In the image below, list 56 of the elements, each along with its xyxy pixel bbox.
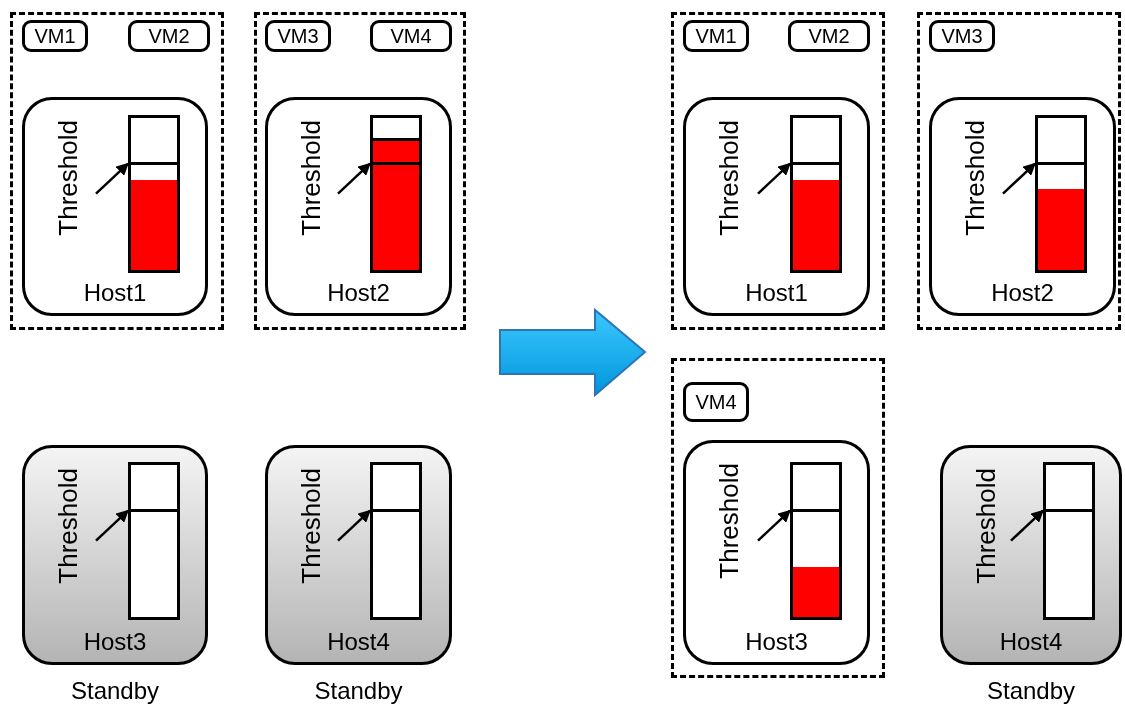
host-box <box>683 97 870 316</box>
leader-arrow <box>1002 162 1036 195</box>
capacity-bar <box>790 115 842 273</box>
status-label: Standby <box>70 677 160 705</box>
vm-box: VM2 <box>128 20 210 52</box>
host-label: Host1 <box>83 279 147 307</box>
vm-box: VM4 <box>683 382 749 422</box>
threshold-label: Threshold <box>296 120 326 236</box>
capacity-bar <box>128 462 180 620</box>
threshold-label: Threshold <box>971 468 1001 584</box>
host-label: Host2 <box>327 279 390 307</box>
vm-box: VM3 <box>929 20 995 52</box>
threshold-label: Threshold <box>714 120 744 236</box>
leader-arrow <box>95 509 129 542</box>
leader-arrow <box>337 509 371 542</box>
host-label: Host1 <box>745 279 808 307</box>
host-box <box>22 445 208 665</box>
host-group-frame <box>254 12 466 330</box>
status-label: Standby <box>314 677 403 705</box>
host-group-frame <box>671 358 885 678</box>
vm-box: VM3 <box>265 20 331 52</box>
host-label: Host3 <box>745 628 808 656</box>
capacity-bar <box>370 462 422 620</box>
threshold-label: Threshold <box>53 468 83 584</box>
leader-arrow <box>757 509 791 542</box>
threshold-label: Threshold <box>53 120 83 236</box>
capacity-bar <box>790 462 842 620</box>
host-label: Host2 <box>991 279 1054 307</box>
capacity-bar <box>1043 462 1095 620</box>
leader-arrow <box>337 162 371 195</box>
vm-box: VM1 <box>683 20 749 52</box>
capacity-bar <box>370 115 422 273</box>
capacity-bar <box>128 115 180 273</box>
host-box <box>683 440 870 665</box>
host-box <box>929 97 1116 316</box>
host-group-frame <box>10 12 224 330</box>
host-box <box>265 445 452 665</box>
leader-arrow <box>95 162 129 195</box>
host-label: Host3 <box>83 628 147 656</box>
vm-box: VM1 <box>22 20 88 52</box>
host-label: Host4 <box>327 628 390 656</box>
host-group-frame <box>917 12 1121 330</box>
leader-arrow <box>1010 509 1044 542</box>
capacity-bar <box>1035 115 1087 273</box>
host-box <box>265 97 452 316</box>
threshold-label: Threshold <box>714 463 744 579</box>
status-label: Standby <box>986 677 1076 705</box>
vm-box: VM4 <box>370 20 452 52</box>
leader-arrow <box>757 162 791 195</box>
host-box <box>940 445 1122 665</box>
vm-box: VM2 <box>788 20 870 52</box>
host-label: Host4 <box>999 628 1063 656</box>
host-group-frame <box>671 12 885 330</box>
threshold-label: Threshold <box>960 120 990 236</box>
host-box <box>22 97 208 316</box>
threshold-label: Threshold <box>296 468 326 584</box>
